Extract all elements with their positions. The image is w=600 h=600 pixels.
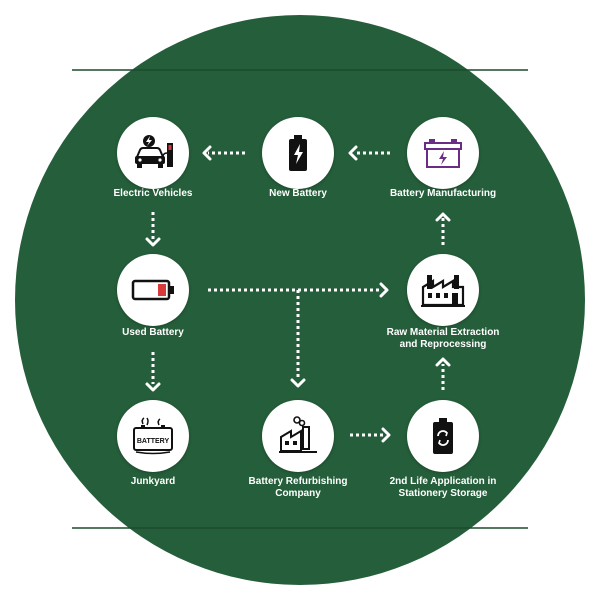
- battery-low-icon: [131, 279, 174, 301]
- arrowhead-up-2: [435, 212, 451, 222]
- node-new-battery: [262, 117, 334, 189]
- arrowhead-down-1: [145, 237, 161, 247]
- arrowhead-left-2: [202, 145, 212, 161]
- node-second-life: [407, 400, 479, 472]
- arrowhead-down-3: [145, 382, 161, 392]
- factory-icon: [421, 275, 465, 307]
- arrowhead-up-1: [435, 357, 451, 367]
- battery-charging-icon: [289, 135, 307, 171]
- svg-text:BATTERY: BATTERY: [137, 438, 170, 445]
- label-electric-vehicles: Electric Vehicles: [113, 188, 193, 199]
- label-battery-manufacturing: Battery Manufacturing: [389, 188, 497, 199]
- arrowhead-left-1: [348, 145, 358, 161]
- node-refurbishing: [262, 400, 334, 472]
- node-raw-material: [407, 254, 479, 326]
- refurbish-factory-icon: [279, 416, 317, 453]
- label-junkyard: Junkyard: [130, 476, 176, 487]
- label-second-life: 2nd Life Application in Stationery Stora…: [389, 476, 497, 499]
- node-used-battery: [117, 254, 189, 326]
- ev-charging-icon: [135, 135, 173, 168]
- label-used-battery: Used Battery: [122, 327, 184, 338]
- node-junkyard: BATTERY: [117, 400, 189, 472]
- node-battery-manufacturing: [407, 117, 479, 189]
- arrowhead-right-2: [381, 427, 391, 443]
- node-electric-vehicles: [117, 117, 189, 189]
- arrowhead-right-1: [379, 282, 389, 298]
- arrowhead-down-2: [290, 378, 306, 388]
- label-raw-material: Raw Material Extraction and Reprocessing: [386, 327, 500, 350]
- recycle-battery-icon: [433, 418, 453, 454]
- connectors: [151, 151, 445, 437]
- car-battery-icon: [424, 139, 462, 168]
- arrowheads: [145, 145, 451, 443]
- label-refurbishing: Battery Refurbishing Company: [248, 476, 348, 499]
- scrap-battery-icon: BATTERY: [133, 417, 173, 455]
- label-new-battery: New Battery: [269, 188, 327, 199]
